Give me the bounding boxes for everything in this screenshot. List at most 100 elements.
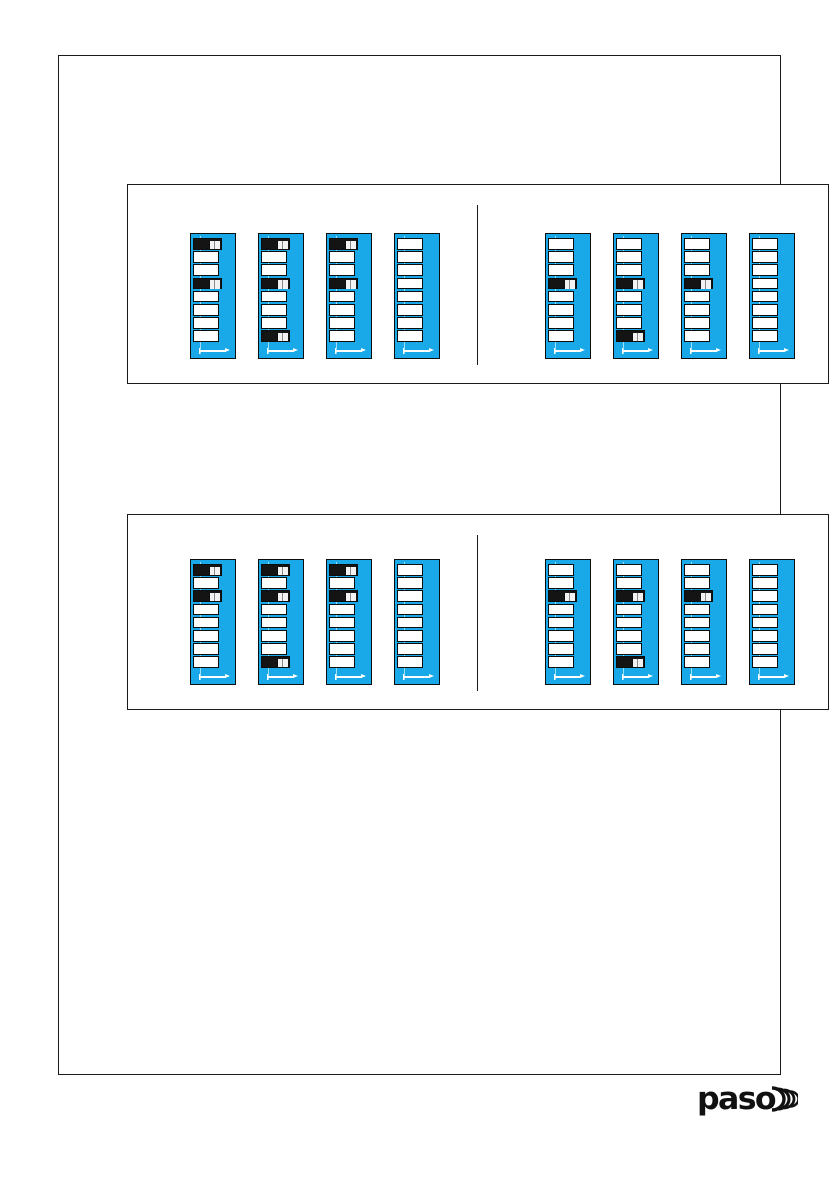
dip-switch-4[interactable] — [684, 277, 713, 290]
dip-switch-1[interactable] — [193, 564, 222, 576]
dip-switch-3[interactable] — [397, 590, 426, 602]
dip-switch-block[interactable] — [613, 233, 659, 359]
dip-switch-5[interactable] — [616, 290, 645, 303]
dip-switch-2[interactable] — [548, 577, 577, 589]
dip-switch-4[interactable] — [329, 603, 358, 616]
dip-switch-7[interactable] — [548, 643, 577, 655]
dip-switch-5[interactable] — [261, 616, 290, 629]
dip-switch-5[interactable] — [752, 290, 781, 303]
dip-switch-1[interactable] — [752, 238, 781, 250]
dip-switch-7[interactable] — [329, 643, 358, 655]
dip-switch-7[interactable] — [684, 643, 713, 655]
dip-switch-2[interactable] — [329, 577, 358, 589]
dip-switch-7[interactable] — [752, 317, 781, 329]
dip-switch-5[interactable] — [397, 616, 426, 629]
dip-switch-2[interactable] — [616, 577, 645, 589]
dip-switch-7[interactable] — [261, 643, 290, 655]
dip-switch-8[interactable] — [752, 330, 781, 342]
dip-switch-5[interactable] — [397, 290, 426, 303]
dip-switch-5[interactable] — [329, 290, 358, 303]
dip-switch-4[interactable] — [261, 277, 290, 290]
dip-switch-1[interactable] — [616, 564, 645, 576]
dip-switch-7[interactable] — [397, 643, 426, 655]
dip-switch-block[interactable] — [545, 559, 591, 685]
dip-switch-5[interactable] — [548, 616, 577, 629]
dip-switch-7[interactable] — [193, 643, 222, 655]
dip-switch-3[interactable] — [193, 264, 222, 276]
dip-switch-1[interactable] — [193, 238, 222, 250]
dip-switch-4[interactable] — [616, 603, 645, 616]
dip-switch-block[interactable] — [394, 233, 440, 359]
dip-switch-7[interactable] — [329, 317, 358, 329]
dip-switch-1[interactable] — [261, 564, 290, 576]
dip-switch-7[interactable] — [193, 317, 222, 329]
dip-switch-block[interactable] — [258, 559, 304, 685]
dip-switch-3[interactable] — [548, 590, 577, 602]
dip-switch-2[interactable] — [261, 577, 290, 589]
dip-switch-block[interactable] — [613, 559, 659, 685]
dip-switch-1[interactable] — [752, 564, 781, 576]
dip-switch-2[interactable] — [752, 577, 781, 589]
dip-switch-6[interactable] — [261, 629, 290, 642]
dip-switch-8[interactable] — [684, 330, 713, 342]
dip-switch-2[interactable] — [329, 251, 358, 263]
dip-switch-2[interactable] — [616, 251, 645, 263]
dip-switch-3[interactable] — [684, 264, 713, 276]
dip-switch-5[interactable] — [752, 616, 781, 629]
dip-switch-3[interactable] — [397, 264, 426, 276]
dip-switch-6[interactable] — [329, 629, 358, 642]
dip-switch-8[interactable] — [397, 656, 426, 668]
dip-switch-7[interactable] — [616, 643, 645, 655]
dip-switch-8[interactable] — [684, 656, 713, 668]
dip-switch-1[interactable] — [329, 238, 358, 250]
dip-switch-8[interactable] — [397, 330, 426, 342]
dip-switch-4[interactable] — [616, 277, 645, 290]
dip-switch-2[interactable] — [684, 577, 713, 589]
dip-switch-8[interactable] — [193, 656, 222, 668]
dip-switch-8[interactable] — [261, 330, 290, 342]
dip-switch-1[interactable] — [397, 564, 426, 576]
dip-switch-4[interactable] — [397, 277, 426, 290]
dip-switch-6[interactable] — [397, 303, 426, 316]
dip-switch-6[interactable] — [616, 629, 645, 642]
dip-switch-2[interactable] — [752, 251, 781, 263]
dip-switch-5[interactable] — [684, 290, 713, 303]
dip-switch-6[interactable] — [752, 303, 781, 316]
dip-switch-4[interactable] — [397, 603, 426, 616]
dip-switch-2[interactable] — [193, 577, 222, 589]
dip-switch-3[interactable] — [752, 264, 781, 276]
dip-switch-8[interactable] — [548, 330, 577, 342]
dip-switch-6[interactable] — [616, 303, 645, 316]
dip-switch-1[interactable] — [616, 238, 645, 250]
dip-switch-block[interactable] — [190, 233, 236, 359]
dip-switch-1[interactable] — [397, 238, 426, 250]
dip-switch-3[interactable] — [548, 264, 577, 276]
dip-switch-4[interactable] — [329, 277, 358, 290]
dip-switch-5[interactable] — [193, 290, 222, 303]
dip-switch-8[interactable] — [329, 656, 358, 668]
dip-switch-2[interactable] — [261, 251, 290, 263]
dip-switch-4[interactable] — [193, 603, 222, 616]
dip-switch-block[interactable] — [258, 233, 304, 359]
dip-switch-5[interactable] — [329, 616, 358, 629]
dip-switch-1[interactable] — [548, 564, 577, 576]
dip-switch-7[interactable] — [616, 317, 645, 329]
dip-switch-5[interactable] — [261, 290, 290, 303]
dip-switch-5[interactable] — [193, 616, 222, 629]
dip-switch-8[interactable] — [616, 656, 645, 668]
dip-switch-2[interactable] — [193, 251, 222, 263]
dip-switch-2[interactable] — [397, 251, 426, 263]
dip-switch-7[interactable] — [397, 317, 426, 329]
dip-switch-7[interactable] — [548, 317, 577, 329]
dip-switch-4[interactable] — [752, 603, 781, 616]
dip-switch-4[interactable] — [684, 603, 713, 616]
dip-switch-4[interactable] — [548, 277, 577, 290]
dip-switch-5[interactable] — [616, 616, 645, 629]
dip-switch-6[interactable] — [684, 629, 713, 642]
dip-switch-3[interactable] — [329, 264, 358, 276]
dip-switch-block[interactable] — [545, 233, 591, 359]
dip-switch-3[interactable] — [616, 590, 645, 602]
dip-switch-6[interactable] — [752, 629, 781, 642]
dip-switch-6[interactable] — [684, 303, 713, 316]
dip-switch-3[interactable] — [261, 264, 290, 276]
